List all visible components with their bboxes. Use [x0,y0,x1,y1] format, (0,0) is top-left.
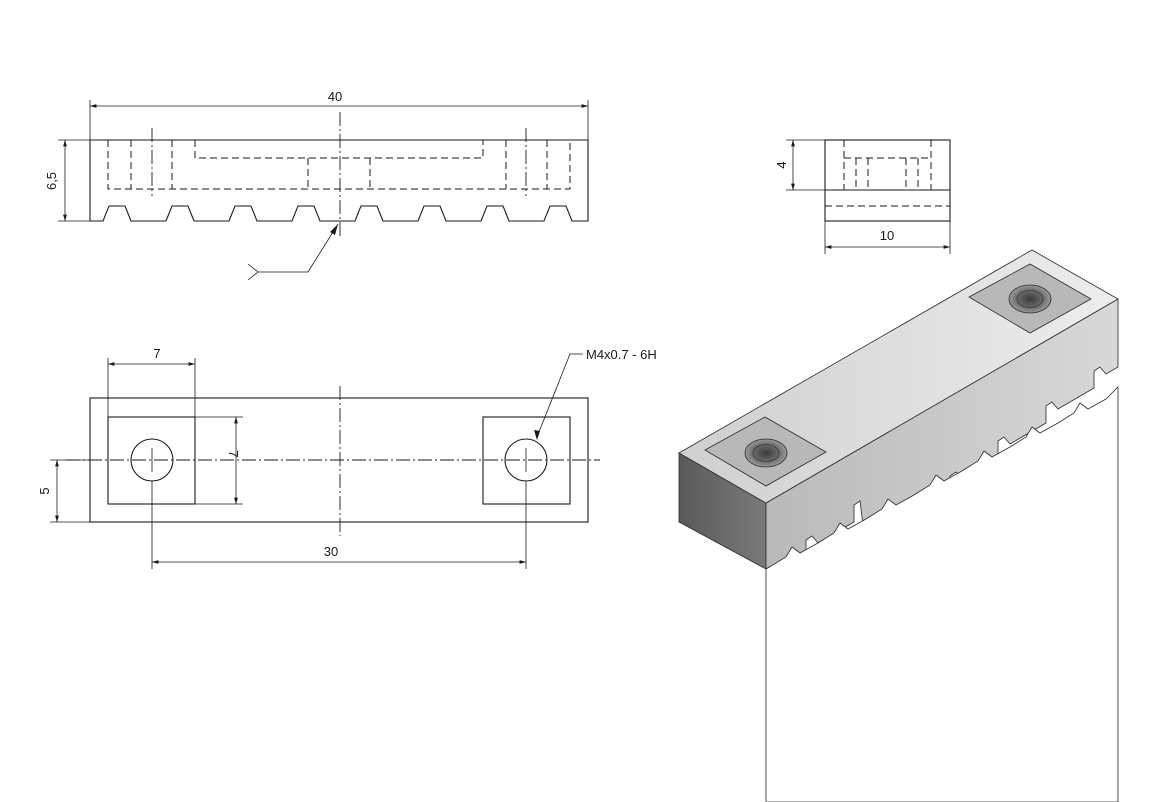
iso-tooth-notches [765,386,1119,802]
thread-callout-leader [536,353,583,438]
side-view-hidden-lines [825,140,950,207]
plan-view-pocket-right [482,416,571,505]
front-view-hidden-lines [107,140,571,190]
iso-hole-left-thread [752,444,780,462]
front-view-outline [89,139,589,222]
plan-view: 7 7 5 30 M4x0.7 - 6H [37,346,657,569]
dim-7-v-label: 7 [226,450,241,457]
dim-6-5-label: 6,5 [44,172,59,190]
front-view: 40 6,5 [44,89,589,281]
thread-callout-arrow [534,430,540,440]
dim-40-label: 40 [328,89,342,104]
dim-30-label: 30 [324,544,338,559]
surface-finish-arrow [330,224,338,235]
iso-hole-right-thread [1016,290,1044,308]
dim-4-label: 4 [774,161,789,168]
side-view: 4 10 [774,139,951,254]
side-view-outline [824,139,951,222]
iso-hole-right [1008,284,1052,314]
dim-5-label: 5 [37,487,52,494]
surface-finish-leader [247,223,339,281]
plan-view-pocket-left [107,416,196,505]
iso-hole-left [744,438,788,468]
thread-callout-label: M4x0.7 - 6H [586,347,657,362]
dim-10-label: 10 [880,228,894,243]
dim-7-h-label: 7 [153,346,160,361]
isometric-view [678,249,1119,802]
